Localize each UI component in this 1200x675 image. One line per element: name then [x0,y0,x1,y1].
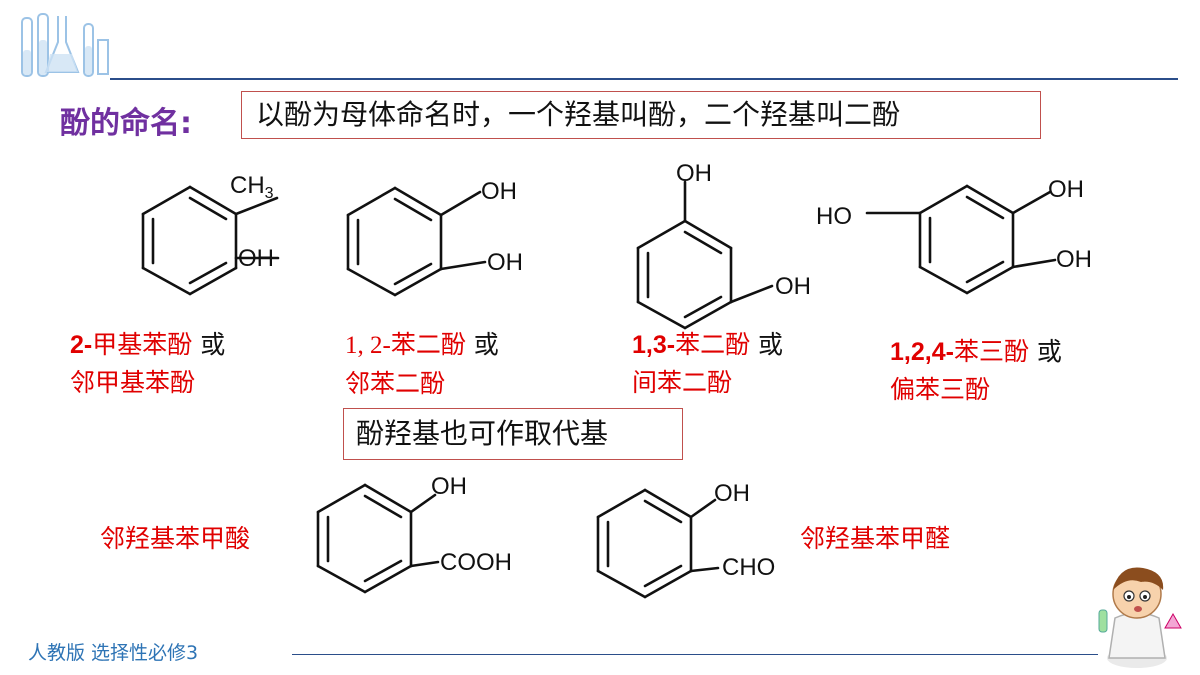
header-divider [110,78,1178,80]
group-label: OH [714,480,750,507]
footer-divider [292,654,1098,655]
group-label: OH [775,273,811,300]
benzene-ring [918,184,1015,295]
derivative-name: 邻羟基苯甲酸 [100,524,251,553]
group-label: OH [1056,246,1092,273]
structure-2-methylphenol: CH3 OH [141,172,280,296]
structure-1-3-benzenediol: OH OH [636,160,811,330]
benzene-ring [636,219,733,330]
group-label: OH [431,473,467,500]
substituent-note-box: 酚羟基也可作取代基 [343,408,683,460]
compound-name: 1,3-苯二酚 或 间苯二酚 [632,330,784,397]
alt-name: 邻苯二酚 [345,369,446,398]
alt-name: 间苯二酚 [632,368,733,397]
group-label: COOH [440,549,512,576]
derivative-name: 邻羟基苯甲醛 [800,524,951,553]
structure-1-2-benzenediol: OH OH [346,178,523,297]
group-label: OH [676,160,712,187]
structure-1-2-4-benzenetriol: HO OH OH [816,176,1092,295]
structure-salicylaldehyde: OH CHO [596,480,775,599]
structure-salicylic-acid: OH COOH [316,473,512,594]
compound-name: 1, 2-苯二酚 或 邻苯二酚 [345,330,499,398]
footer-text: 人教版 选择性必修3 [28,642,199,664]
alt-name: 邻甲基苯酚 [70,368,196,397]
compound-name: 1,2,4-苯三酚 或 偏苯三酚 [890,337,1062,404]
scientist-boy-icon [1098,567,1182,668]
group-label: HO [816,203,852,230]
group-label: CHO [722,554,775,581]
naming-rule-box: 以酚为母体命名时，一个羟基叫酚，二个羟基叫二酚 [241,91,1041,139]
lab-glassware-icon [21,13,109,77]
benzene-ring [141,185,238,296]
group-label: CH3 [230,172,274,202]
benzene-ring [316,483,413,594]
group-label: OH [238,245,274,272]
compound-name: 2-甲基苯酚 或 邻甲基苯酚 [70,330,226,397]
group-label: OH [481,178,517,205]
slide-title: 酚的命名: [60,106,192,141]
alt-name: 偏苯三酚 [890,375,991,404]
group-label: OH [1048,176,1084,203]
group-label: OH [487,249,523,276]
benzene-ring [596,488,693,599]
benzene-ring [346,186,443,297]
